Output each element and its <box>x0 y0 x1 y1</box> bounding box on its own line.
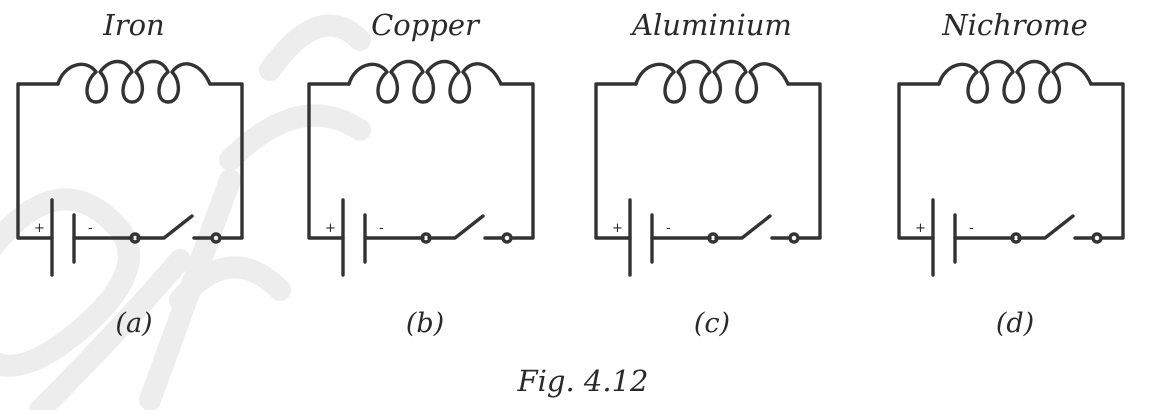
wire-left <box>16 82 60 240</box>
switch-contact-left <box>420 232 432 244</box>
coil-inductor <box>937 59 1093 104</box>
positive-terminal-sign: + <box>34 221 45 236</box>
switch-contact-right <box>1091 232 1103 244</box>
circuit-a-diagram: + - <box>16 59 244 277</box>
figure-caption: Fig. 4.12 <box>517 364 649 398</box>
wire-left <box>307 82 351 240</box>
switch-contact-right <box>501 232 513 244</box>
circuit-b: Copper + - (b) <box>305 0 565 410</box>
metal-label-iron: Iron <box>103 8 165 42</box>
negative-terminal-sign: - <box>379 221 384 236</box>
switch-lever <box>714 214 772 240</box>
coil-inductor <box>634 59 790 104</box>
circuit-c-diagram: + - <box>594 59 822 277</box>
circuit-label-c: (c) <box>693 308 731 339</box>
metal-label-nichrome: Nichrome <box>942 8 1088 42</box>
circuit-b-diagram: + - <box>307 59 535 277</box>
wire-left <box>897 82 941 240</box>
switch-contact-left <box>1010 232 1022 244</box>
positive-terminal-sign: + <box>612 221 623 236</box>
switch-contact-left <box>707 232 719 244</box>
switch-lever <box>1017 214 1075 240</box>
coil-inductor <box>347 59 503 104</box>
circuit-label-a: (a) <box>115 308 153 339</box>
wire-left <box>594 82 638 240</box>
negative-terminal-sign: - <box>88 221 93 236</box>
switch-contact-right <box>210 232 222 244</box>
positive-terminal-sign: + <box>915 221 926 236</box>
coil-inductor <box>56 59 212 104</box>
circuit-a: Iron + - (a) <box>14 0 274 410</box>
wire-right <box>208 82 244 240</box>
circuit-d-diagram: + - <box>897 59 1125 277</box>
wire-right <box>499 82 535 240</box>
wire-right <box>786 82 822 240</box>
circuit-c: Aluminium + - (c) <box>592 0 852 410</box>
metal-label-copper: Copper <box>371 8 479 42</box>
switch-contact-right <box>788 232 800 244</box>
switch-lever <box>136 214 194 240</box>
circuit-d: Nichrome + - (d) <box>895 0 1155 410</box>
circuit-label-b: (b) <box>405 308 445 339</box>
switch-contact-left <box>129 232 141 244</box>
positive-terminal-sign: + <box>325 221 336 236</box>
switch-lever <box>427 214 485 240</box>
negative-terminal-sign: - <box>666 221 671 236</box>
metal-label-aluminium: Aluminium <box>632 8 792 42</box>
wire-right <box>1089 82 1125 240</box>
negative-terminal-sign: - <box>969 221 974 236</box>
circuit-label-d: (d) <box>995 308 1035 339</box>
